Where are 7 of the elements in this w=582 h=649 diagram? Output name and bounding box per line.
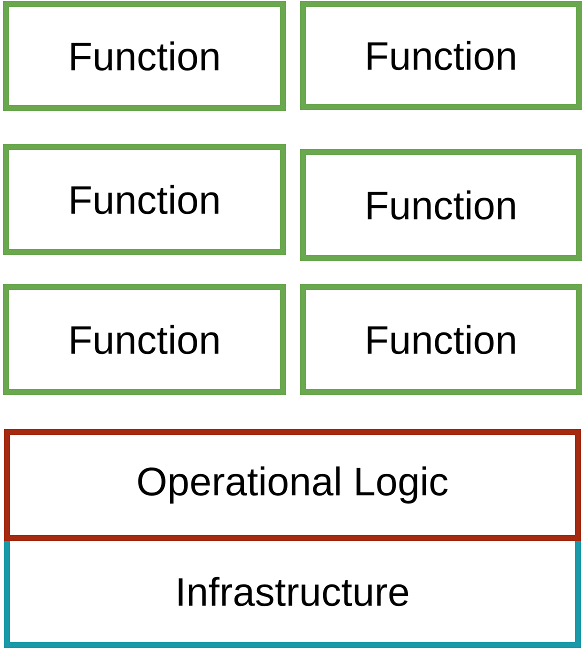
function-box: Function xyxy=(3,144,286,255)
function-box: Function xyxy=(300,149,582,261)
function-box: Function xyxy=(300,284,582,395)
function-box: Function xyxy=(3,284,286,395)
function-box: Function xyxy=(300,1,582,110)
function-box: Function xyxy=(3,1,286,111)
layer-box: Operational Logic xyxy=(4,429,581,541)
